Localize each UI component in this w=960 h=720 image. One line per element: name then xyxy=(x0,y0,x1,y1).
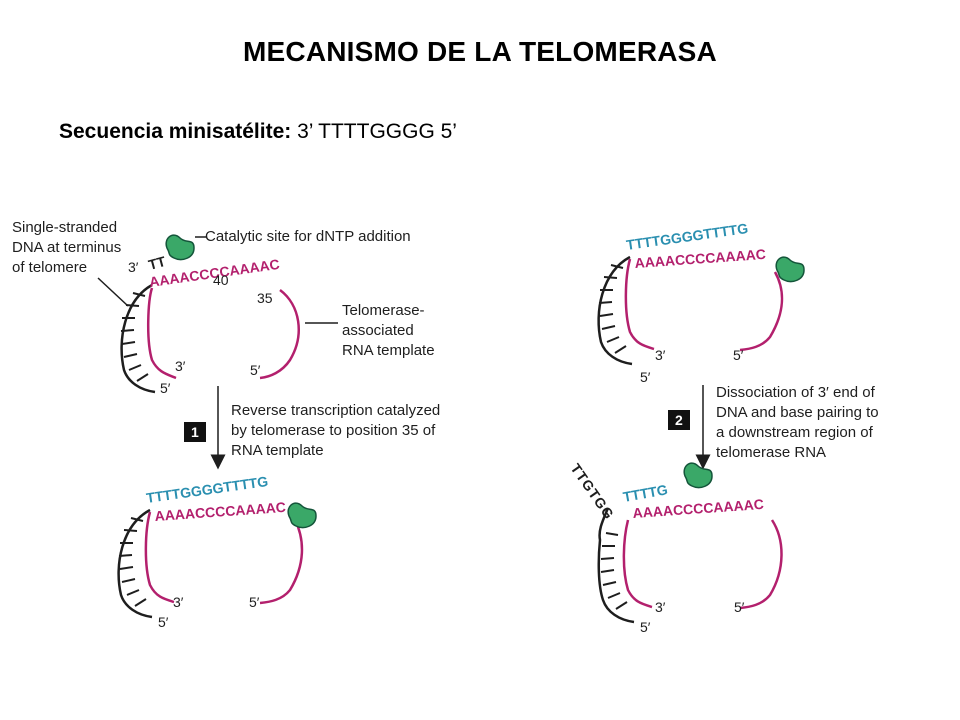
panel-extended-right: TTTTGGGGTTTTG AAAACCCCAAAAC 3′ 5′ 5′ xyxy=(597,220,805,385)
catalytic-site-icon xyxy=(165,234,195,261)
step-1-number: 1 xyxy=(191,424,199,440)
panel-translocated: TTGTGG TTTTG AAAACCCCAAAAC 3′ 5′ 5′ xyxy=(568,461,783,635)
step-1-label-1: Reverse transcription catalyzed xyxy=(231,402,440,419)
position-35: 35 xyxy=(257,290,273,306)
dna-3prime-top: 3′ xyxy=(128,259,139,275)
rna-5prime: 5′ xyxy=(250,362,261,378)
dna-5prime: 5′ xyxy=(640,619,651,635)
step-2-label-2: DNA and base pairing to xyxy=(716,404,879,421)
ssdna-label-1: Single-stranded xyxy=(12,219,117,236)
rna-3prime: 3′ xyxy=(655,599,666,615)
step-2-label-3: a downstream region of xyxy=(716,424,874,441)
step-2-label-4: telomerase RNA xyxy=(716,444,826,461)
catalytic-site-icon xyxy=(775,256,805,283)
dna-backbone xyxy=(117,508,153,619)
step-2-badge xyxy=(668,410,690,430)
step-2: 2 Dissociation of 3′ end of DNA and base… xyxy=(668,384,879,470)
dna-base-ticks xyxy=(600,532,628,610)
rna-3prime: 3′ xyxy=(173,594,184,610)
rna-5prime: 5′ xyxy=(733,347,744,363)
dna-backbone xyxy=(120,283,156,394)
step-2-label-1: Dissociation of 3′ end of xyxy=(716,384,876,401)
panel-initial: AAAACCCCAAAAC TT Catalytic site for dNTP… xyxy=(12,219,435,396)
rna-3prime: 3′ xyxy=(175,358,186,374)
step-1-label-3: RNA template xyxy=(231,442,324,459)
rna-template-strand xyxy=(144,511,304,605)
dna-dissociated-loop: TTGTGG xyxy=(568,461,618,523)
rna-template-strand xyxy=(146,287,300,380)
sequence-value: 3’ TTTTGGGG 5’ xyxy=(297,120,457,143)
template-label-1: Telomerase- xyxy=(342,302,425,319)
dna-overhang: TT xyxy=(147,253,168,273)
template-label-2: associated xyxy=(342,322,414,339)
rna-template-sequence: AAAACCCCAAAAC xyxy=(634,246,766,271)
panel-extended: TTTTGGGGTTTTG AAAACCCCAAAAC 3′ 5′ 5′ xyxy=(117,473,317,630)
dna-base-ticks xyxy=(118,517,147,607)
rna-5prime: 5′ xyxy=(249,594,260,610)
catalytic-site-icon xyxy=(683,462,713,489)
dna-5prime: 5′ xyxy=(160,380,171,396)
ssdna-label-3: of telomere xyxy=(12,259,87,276)
minisatellite-sequence: Secuencia minisatélite: 3’ TTTTGGGG 5’ xyxy=(59,120,457,144)
dna-base-ticks xyxy=(120,292,149,382)
ssdna-pointer xyxy=(97,277,129,307)
catalytic-site-label: Catalytic site for dNTP addition xyxy=(205,228,411,245)
dna-5prime: 5′ xyxy=(640,369,651,385)
rna-3prime: 3′ xyxy=(655,347,666,363)
rna-5prime: 5′ xyxy=(734,599,745,615)
template-label-3: RNA template xyxy=(342,342,435,359)
dna-5prime: 5′ xyxy=(158,614,169,630)
slide-title: MECANISMO DE LA TELOMERASA xyxy=(243,36,717,67)
dna-backbone xyxy=(597,255,633,366)
rna-template-sequence: AAAACCCCAAAAC xyxy=(154,499,286,524)
position-40: 40 xyxy=(213,272,229,288)
step-1-label-2: by telomerase to position 35 of xyxy=(231,422,436,439)
step-1-badge xyxy=(184,422,206,442)
ssdna-label-2: DNA at terminus xyxy=(12,239,121,256)
dna-base-ticks xyxy=(598,264,627,354)
sequence-label: Secuencia minisatélite: xyxy=(59,120,292,143)
dna-backbone xyxy=(597,507,635,624)
step-1: 1 Reverse transcription catalyzed by tel… xyxy=(184,386,440,470)
rna-template-strand xyxy=(624,258,784,352)
dna-paired-sequence: TTTTG xyxy=(622,481,669,505)
catalytic-site-icon xyxy=(287,502,317,529)
rna-template-strand xyxy=(622,519,783,610)
step-2-number: 2 xyxy=(675,412,683,428)
